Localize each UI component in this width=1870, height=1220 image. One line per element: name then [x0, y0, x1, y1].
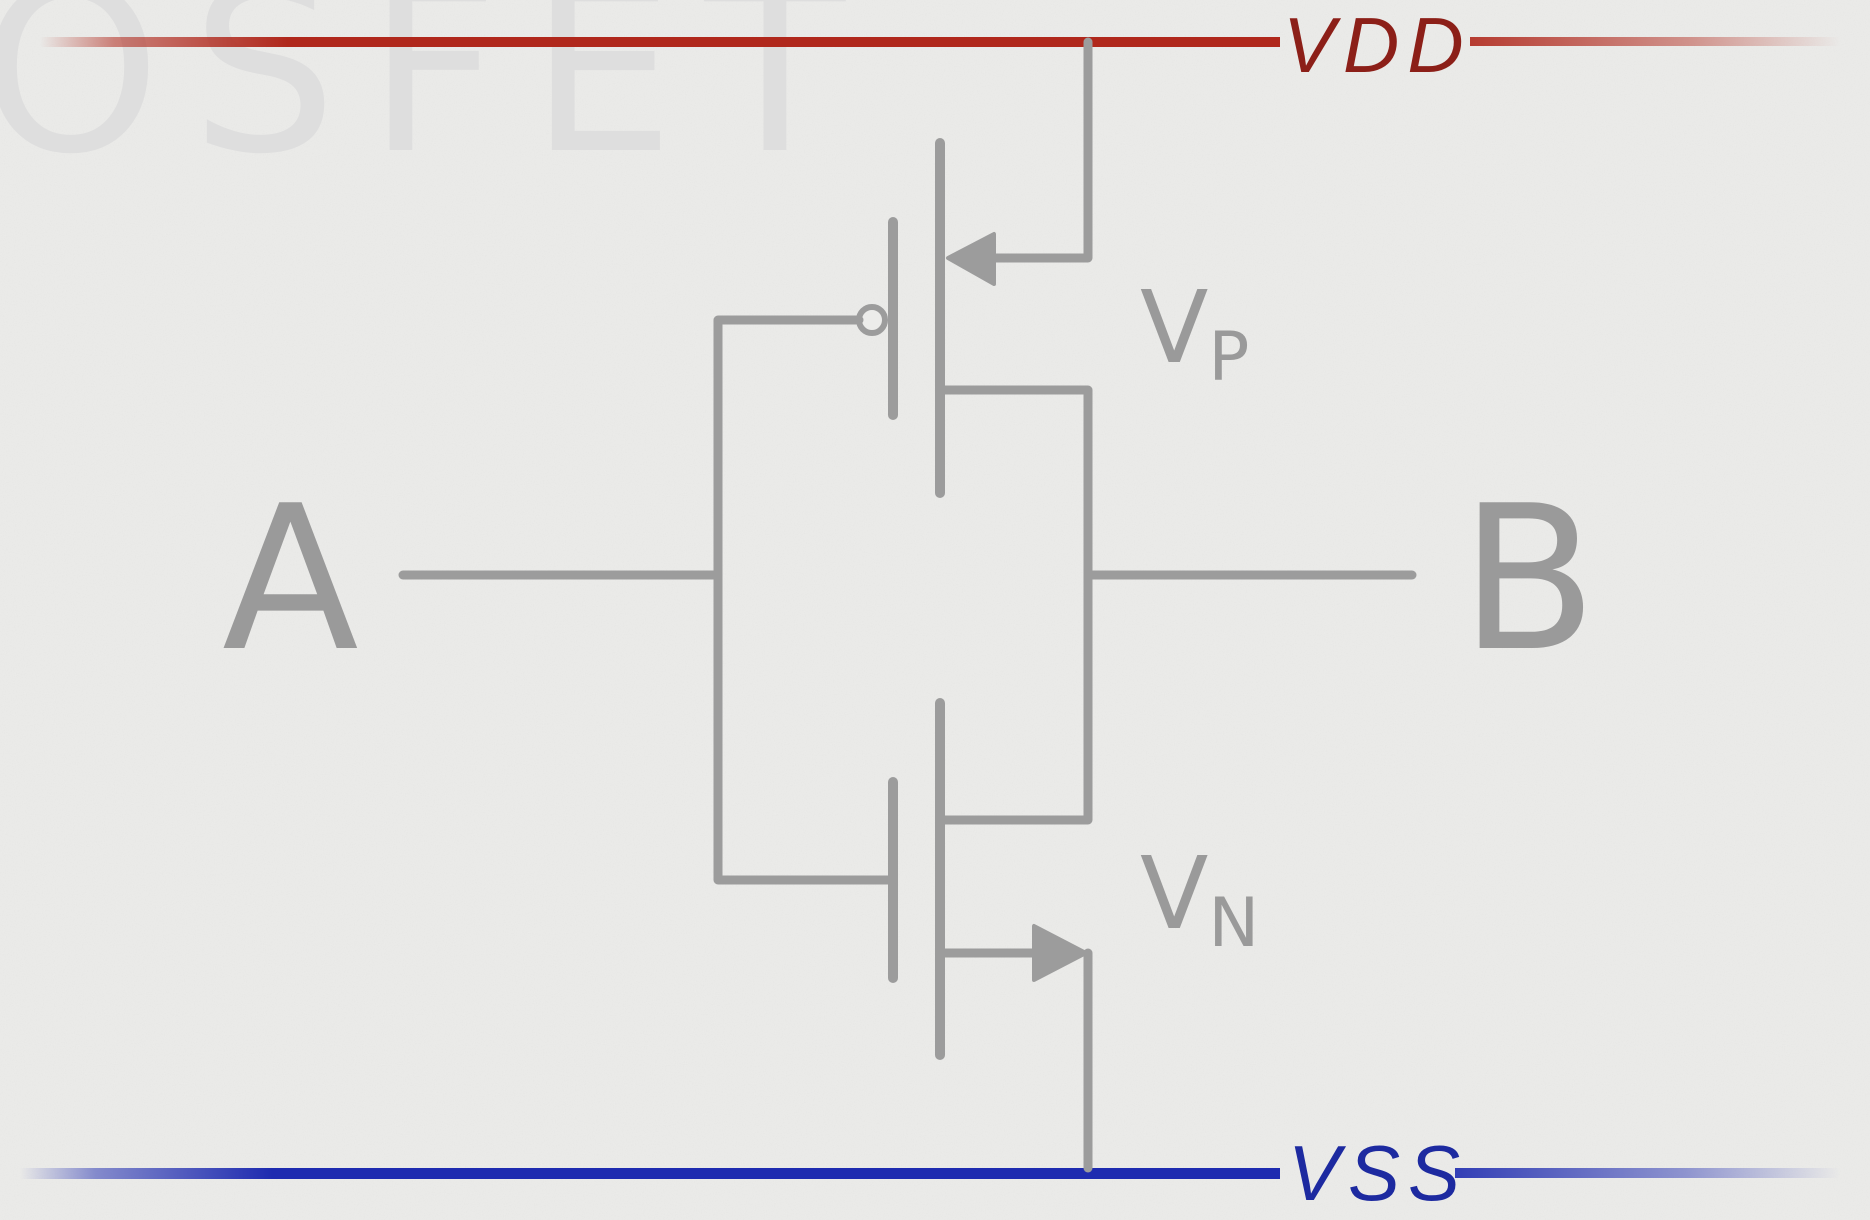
nmos-drain-wire: [935, 570, 1093, 825]
pmos-source-wire: [985, 37, 1093, 263]
vdd-label: VDD: [1283, 1, 1472, 89]
watermark-text: OSFET: [0, 0, 875, 205]
vdd-rail-right: [1470, 37, 1840, 46]
pmos-arrow-icon: [946, 232, 996, 286]
pmos-drain-wire: [935, 385, 1093, 580]
vp-label: VP: [1140, 269, 1249, 397]
vss-label: VSS: [1288, 1129, 1468, 1217]
vn-label: VN: [1140, 835, 1259, 963]
vss-rail-right: [1455, 1168, 1840, 1178]
output-label-b: B: [1460, 463, 1597, 696]
nmos-arrow-icon: [1032, 924, 1088, 982]
vss-rail-left: [20, 1168, 1280, 1179]
input-label-a: A: [222, 463, 359, 696]
gate-bus-wire: [713, 315, 898, 885]
vdd-rail-left: [40, 37, 1280, 47]
